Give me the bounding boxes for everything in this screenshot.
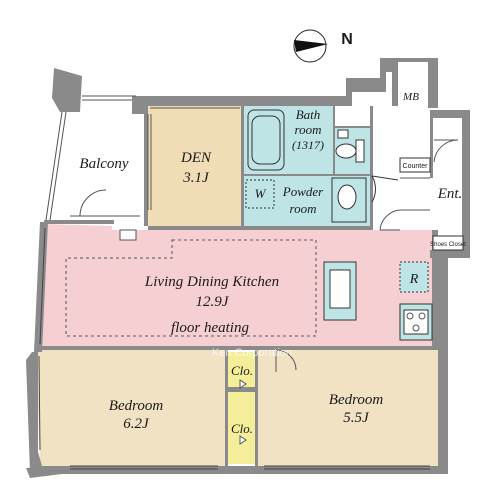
wall-toilet-right [370,106,373,230]
ldk-name: Living Dining Kitchen [144,274,279,290]
toilet-tank [355,139,365,163]
window-ldk-left [39,227,46,345]
closet-upper-label: Clo. [231,363,253,378]
wall-bottom [36,466,440,474]
compass-north-label: N [341,31,353,48]
balcony-label: Balcony [79,156,128,172]
wall-ldk-bottom [36,346,436,350]
wall-left-slant [34,222,48,352]
compass-arrow-icon [294,40,328,52]
powder-room-name-line2: room [290,201,317,216]
wall-bottom-left-corner [26,466,62,478]
wall-toilet-top [335,126,371,128]
wall-right-upper [462,118,470,258]
bedroom-doors [239,349,297,445]
den-fill [148,106,241,226]
toilet-bowl [335,143,357,159]
wall-left-block [52,68,82,112]
window-bedroom-left [38,355,41,451]
counter-box [399,157,431,173]
bathroom-size: (1317) [292,138,324,152]
bedroom-left-fill [36,350,226,466]
wall-ldk-top-left [44,220,114,224]
ldk-details [65,139,464,341]
closet-lower-label: Clo. [231,421,253,436]
wall-bed-divider-right [255,350,258,466]
toilet-sink [337,129,349,139]
walls [26,58,470,478]
bathtub [247,109,285,171]
wall-mb-top [398,58,438,62]
counter-label: Counter [403,163,429,170]
wall-clo-divider [228,387,255,392]
bath-fixtures [245,109,399,223]
wall-kitchen-right [432,230,438,350]
bathroom-name-line2: room [295,122,322,137]
floor-heating-zone [65,239,317,337]
washer-box [245,179,275,209]
bedroom-right-fill [256,350,438,466]
wall-bath-right [333,106,335,176]
den-size: 3.1J [182,170,210,186]
shoes-closet-box [432,235,464,251]
bedroom-right-size: 5.5J [343,410,370,426]
shoes-closet-label: Shoes Closet [430,242,466,248]
bedroom-right-name: Bedroom [329,392,384,408]
wall-ent-bottom [430,250,470,258]
wall-ent-top [430,110,470,118]
wall-den-right [241,106,244,226]
entrance-label: Ent. [437,186,463,202]
room-labels: Balcony DEN 3.1J Bath room (1317) Powder… [79,91,466,436]
windows [38,227,430,470]
wall-mb-right [428,58,438,108]
refrigerator-box [399,261,429,293]
den-details [147,107,240,210]
powder-room-name-line1: Powder [282,184,324,199]
ldk-size: 12.9J [196,294,230,310]
mb-label: MB [402,91,419,103]
bedroom-left-name: Bedroom [109,398,164,414]
ldk-note: floor heating [171,320,249,336]
bedroom-left-size: 6.2J [123,416,150,432]
balcony-area [45,95,140,221]
watermark: Ken Corporation [212,347,292,359]
refrigerator-label: R [409,272,419,287]
wall-top-right-step [346,58,398,106]
wall-bed-divider-left [225,350,228,466]
washer-label: W [255,186,267,201]
wall-ent-left [430,118,433,178]
bathroom-name-line1: Bath [296,107,321,122]
wall-bath-bottom [243,174,371,176]
closet-lower-fill [228,392,255,464]
wall-top [136,96,346,106]
wall-left-lower [26,352,42,472]
wall-ldk-top [148,226,372,230]
wall-den-left [144,106,148,226]
wall-right-lower [438,258,448,474]
den-name: DEN [180,150,212,166]
compass: N [293,29,353,63]
powder-sink-bowl [337,184,357,210]
